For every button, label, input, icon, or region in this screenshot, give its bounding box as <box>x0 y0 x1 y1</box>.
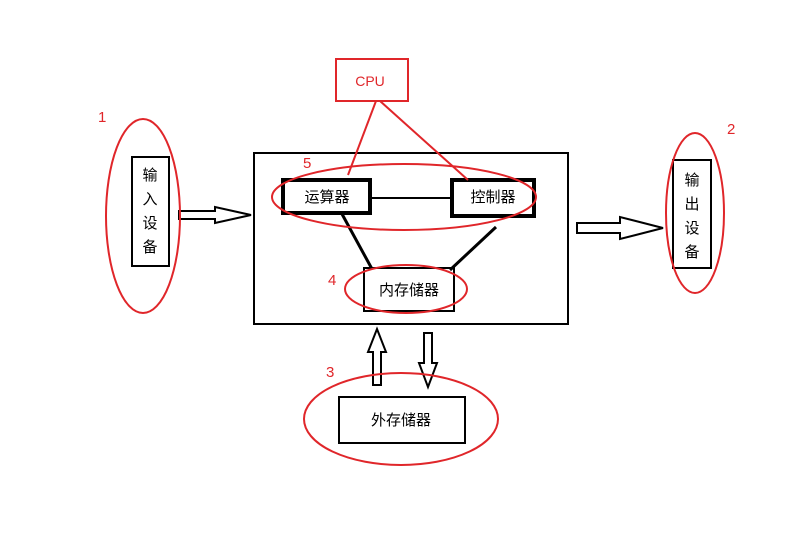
output-char-4: 备 <box>684 243 699 261</box>
memory-to-storage-arrow <box>417 332 439 390</box>
host-frame <box>253 152 569 325</box>
cpu-pointer-alu <box>347 100 377 176</box>
output-arrow <box>576 215 664 241</box>
output-char-1: 输 <box>684 171 699 189</box>
controller-box: 控制器 <box>450 178 536 218</box>
input-char-2: 入 <box>142 190 157 208</box>
marker-4: 4 <box>328 272 336 289</box>
cpu-label: CPU <box>355 73 385 89</box>
input-device-box: 输 入 设 备 <box>131 156 170 267</box>
external-storage-label: 外存储器 <box>371 411 431 429</box>
input-char-3: 设 <box>142 214 157 232</box>
marker-3: 3 <box>326 364 334 381</box>
cpu-highlight-ellipse <box>271 163 537 231</box>
storage-highlight-ellipse <box>303 372 499 466</box>
controller-memory-link <box>448 225 498 272</box>
input-char-4: 备 <box>142 238 157 256</box>
marker-1: 1 <box>98 109 106 126</box>
main-memory-box: 内存储器 <box>363 267 455 312</box>
controller-label: 控制器 <box>470 188 515 206</box>
marker-2: 2 <box>727 121 735 138</box>
cpu-label-box <box>335 58 409 102</box>
main-memory-label: 内存储器 <box>379 281 439 299</box>
alu-box: 运算器 <box>281 178 372 215</box>
external-storage-box: 外存储器 <box>338 396 466 444</box>
marker-5: 5 <box>303 155 311 172</box>
cpu-pointer-controller <box>379 100 469 181</box>
output-char-2: 出 <box>684 195 699 213</box>
output-device-box: 输 出 设 备 <box>672 159 712 269</box>
output-highlight-ellipse <box>665 132 725 294</box>
storage-to-memory-arrow <box>366 326 388 386</box>
input-char-1: 输 <box>142 166 157 184</box>
input-highlight-ellipse <box>105 118 181 314</box>
alu-memory-link <box>340 213 374 270</box>
alu-label: 运算器 <box>304 188 349 206</box>
input-arrow <box>178 205 252 225</box>
output-char-3: 设 <box>684 219 699 237</box>
memory-highlight-ellipse <box>344 264 468 314</box>
